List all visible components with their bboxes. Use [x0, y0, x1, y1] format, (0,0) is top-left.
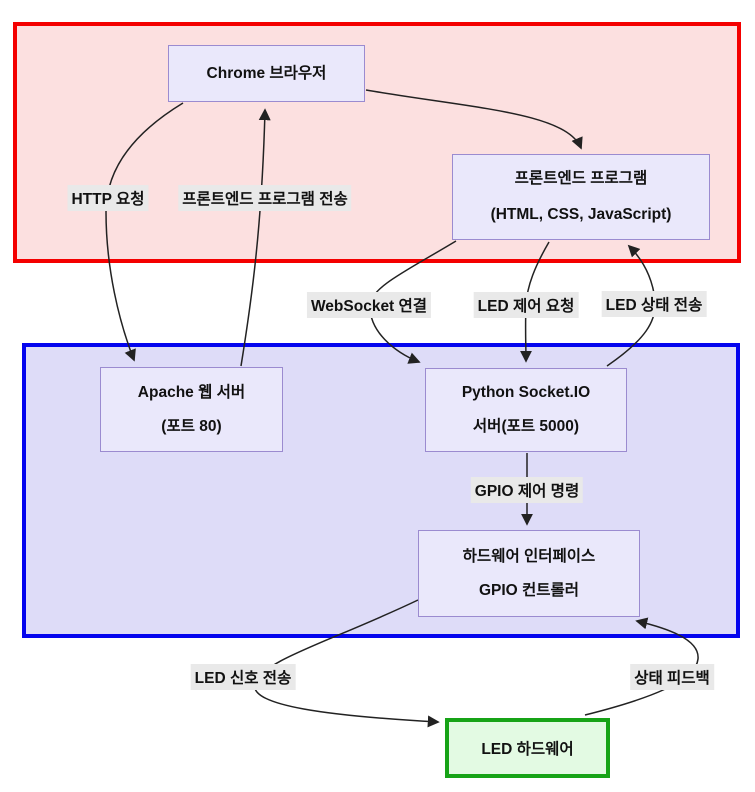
- edge-label-websocket-connect: WebSocket 연결: [306, 292, 432, 318]
- arrow-frontend-transfer: [240, 108, 271, 367]
- node-frontend-line2: (HTML, CSS, JavaScript): [490, 206, 672, 223]
- arrow-chrome-to-frontend: [365, 89, 583, 150]
- node-python-line1: Python Socket.IO: [461, 384, 591, 401]
- node-gpio-line1: 하드웨어 인터페이스: [462, 547, 596, 565]
- node-apache-web-server: Apache 웹 서버 (포트 80): [100, 367, 283, 452]
- arrow-http-request: [105, 102, 184, 362]
- edge-label-status-feedback: 상태 피드백: [630, 664, 714, 690]
- arrow-status-feedback: [584, 617, 699, 716]
- node-python-socketio-server: Python Socket.IO 서버(포트 5000): [425, 368, 627, 452]
- node-gpio-line2: GPIO 컨트롤러: [478, 581, 580, 599]
- edge-label-http-request: HTTP 요청: [67, 185, 149, 211]
- node-led-hardware: LED 하드웨어: [445, 718, 610, 778]
- node-chrome-label: Chrome 브라우저: [206, 64, 327, 82]
- node-python-line2: 서버(포트 5000): [472, 418, 580, 435]
- node-frontend-program: 프론트엔드 프로그램 (HTML, CSS, JavaScript): [452, 154, 710, 240]
- node-apache-line2: (포트 80): [161, 417, 222, 435]
- node-led-label: LED 하드웨어: [481, 741, 574, 758]
- node-gpio-controller: 하드웨어 인터페이스 GPIO 컨트롤러: [418, 530, 640, 617]
- arrow-led-signal: [254, 599, 440, 728]
- edge-label-gpio-command: GPIO 제어 명령: [470, 477, 584, 503]
- node-apache-line1: Apache 웹 서버: [137, 383, 246, 401]
- edge-label-frontend-transfer: 프론트엔드 프로그램 전송: [178, 185, 352, 211]
- node-chrome-browser: Chrome 브라우저: [168, 45, 365, 102]
- edge-label-led-control-request: LED 제어 요청: [473, 292, 579, 318]
- node-frontend-line1: 프론트엔드 프로그램: [514, 170, 648, 187]
- edge-label-led-status-send: LED 상태 전송: [601, 291, 707, 317]
- edge-label-led-signal-send: LED 신호 전송: [190, 664, 296, 690]
